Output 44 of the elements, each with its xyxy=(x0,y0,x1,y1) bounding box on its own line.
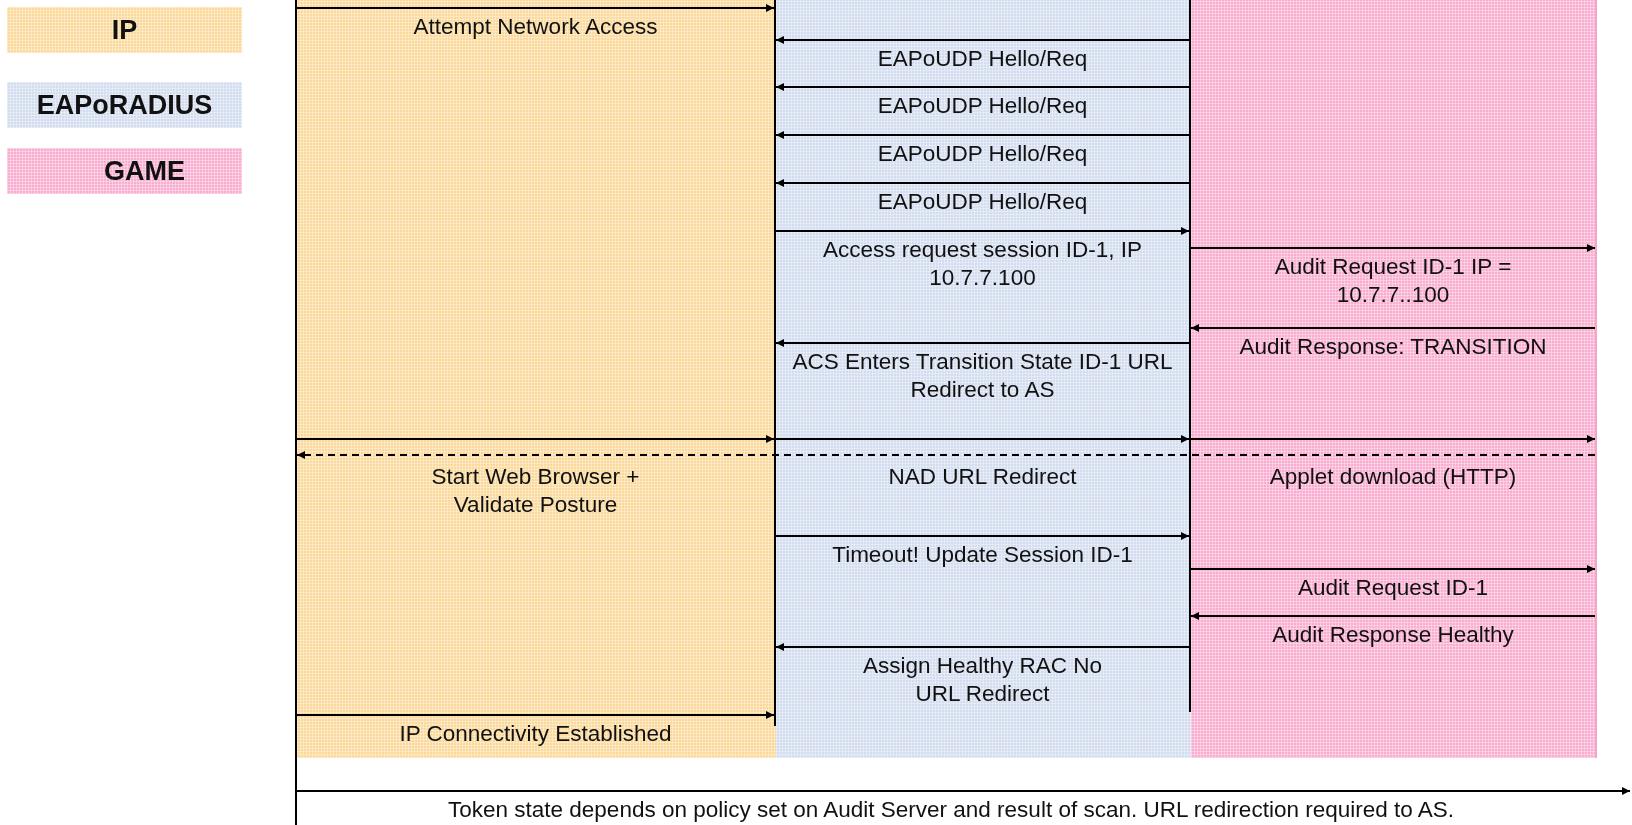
arrow xyxy=(296,711,775,719)
arrow xyxy=(775,83,1190,91)
edge-label: Assign Healthy RAC No URL Redirect xyxy=(862,652,1103,708)
edge-label: Timeout! Update Session ID-1 xyxy=(831,541,1134,569)
arrow xyxy=(296,435,775,443)
arrow xyxy=(775,227,1190,235)
arrow xyxy=(1190,565,1596,573)
edge-label: Access request session ID-1, IP 10.7.7.100 xyxy=(822,236,1143,292)
edge-label: Token state depends on policy set on Audit Server and result of scan. URL redirection required to AS. xyxy=(447,796,1455,824)
arrow xyxy=(1190,244,1596,252)
arrow xyxy=(775,339,1190,347)
legend-label: EAPoRADIUS xyxy=(35,89,214,122)
edge-label: Audit Response Healthy xyxy=(1271,621,1515,649)
edge-label: EAPoUDP Hello/Req xyxy=(876,92,1089,120)
lifeline xyxy=(295,0,297,825)
edge-label: Start Web Browser + Validate Posture xyxy=(430,463,641,519)
edge-label: EAPoUDP Hello/Req xyxy=(876,140,1089,168)
arrow xyxy=(775,131,1190,139)
edge-label: NAD URL Redirect xyxy=(887,463,1078,491)
edge-label: EAPoUDP Hello/Req xyxy=(876,188,1089,216)
lifeline xyxy=(1595,0,1597,758)
edge-label: EAPoUDP Hello/Req xyxy=(876,45,1089,73)
arrow xyxy=(296,4,775,12)
edge-label: Audit Request ID-1 IP = 10.7.7..100 xyxy=(1273,253,1513,309)
arrow xyxy=(775,532,1190,540)
arrow xyxy=(1190,435,1596,443)
arrow xyxy=(775,36,1190,44)
arrow xyxy=(296,787,1631,795)
arrow xyxy=(775,643,1190,651)
edge-label: Audit Request ID-1 xyxy=(1296,574,1490,602)
arrow xyxy=(775,435,1190,443)
edge-label: Audit Response: TRANSITION xyxy=(1238,333,1548,361)
lifeline xyxy=(1189,0,1191,712)
arrow xyxy=(775,179,1190,187)
edge-label: IP Connectivity Established xyxy=(398,720,673,748)
legend-label: GAME xyxy=(103,155,186,188)
edge-label: ACS Enters Transition State ID-1 URL Redirect to AS xyxy=(791,348,1174,404)
arrow xyxy=(1190,612,1596,620)
edge-label: Attempt Network Access xyxy=(412,13,659,41)
lifeline xyxy=(774,0,776,726)
legend-label: IP xyxy=(110,14,139,47)
edge-label: Applet download (HTTP) xyxy=(1268,463,1518,491)
arrow xyxy=(1190,324,1596,332)
arrow xyxy=(296,451,1596,459)
